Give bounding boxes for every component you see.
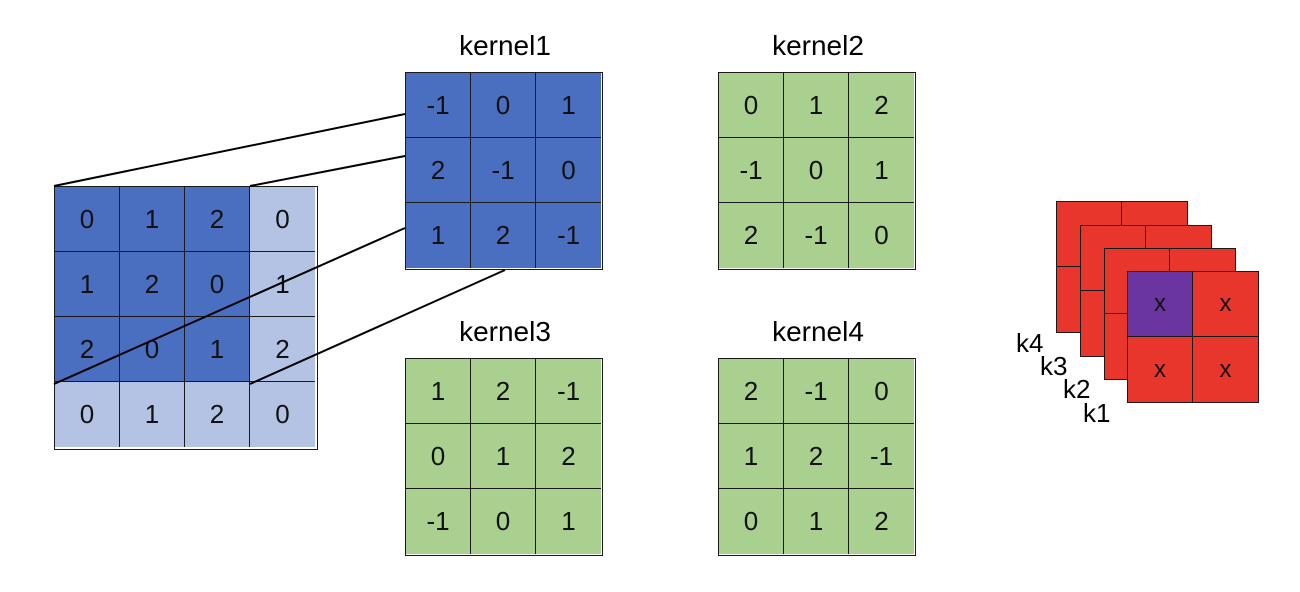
kernel-cell: 1 [849,138,914,203]
kernel-cell: -1 [406,489,471,554]
layer-label-k1: k1 [1083,398,1111,428]
kernel-cell: 2 [471,203,536,268]
input-cell: 1 [250,252,315,317]
kernel-cell: -1 [719,138,784,203]
kernel-cell: 2 [719,203,784,268]
kernel-cell: 0 [536,138,601,203]
kernel-cell: 2 [406,138,471,203]
kernel-cell: 2 [784,424,849,489]
input-cell: 0 [250,187,315,252]
kernel-cell: 1 [784,73,849,138]
input-cell: 1 [120,382,185,447]
layer-label-k4: k4 [1016,328,1044,358]
kernel-cell: 0 [471,73,536,138]
kernel-cell: -1 [471,138,536,203]
kernel-cell: 2 [536,424,601,489]
input-cell: 0 [55,382,120,447]
input-cell: 1 [55,252,120,317]
kernel3-title: kernel3 [459,316,551,347]
kernel-cell: 1 [536,489,601,554]
output-cell-highlighted: x [1128,272,1193,337]
kernel-cell: 1 [719,424,784,489]
input-cell: 0 [185,252,250,317]
input-cell: 0 [55,187,120,252]
kernel4-title: kernel4 [772,316,864,347]
input-cell: 2 [250,317,315,382]
kernel-cell: 2 [719,359,784,424]
kernel2-title: kernel2 [772,30,864,61]
kernel-cell: -1 [406,73,471,138]
kernel-cell: -1 [536,359,601,424]
output-cell: x [1193,337,1258,402]
layer-label-k2: k2 [1063,374,1091,404]
kernel-cell: -1 [784,359,849,424]
input-cell: 2 [185,187,250,252]
kernel-cell: -1 [536,203,601,268]
projection-line [249,155,406,187]
kernel-cell: 1 [406,203,471,268]
kernel-cell: 1 [406,359,471,424]
kernel-cell: 0 [471,489,536,554]
input-cell: 2 [185,382,250,447]
output-layer-k1: x x x x [1127,271,1259,403]
kernel-cell: 0 [849,359,914,424]
input-cell: 0 [250,382,315,447]
kernel-cell: 2 [849,489,914,554]
input-cell: 1 [185,317,250,382]
layer-label-k3: k3 [1040,351,1068,381]
input-cell: 2 [55,317,120,382]
input-cell: 0 [120,317,185,382]
kernel-cell: -1 [784,203,849,268]
kernel1-title: kernel1 [459,30,551,61]
input-cell: 2 [120,252,185,317]
projection-line [53,113,406,187]
kernel-cell: 0 [784,138,849,203]
kernel-cell: 2 [849,73,914,138]
kernel-cell: 0 [719,489,784,554]
kernel-cell: 0 [849,203,914,268]
output-cell: x [1128,337,1193,402]
kernel-cell: 0 [719,73,784,138]
kernel-cell: -1 [849,424,914,489]
input-cell: 1 [120,187,185,252]
output-cell: x [1193,272,1258,337]
kernel-cell: 1 [536,73,601,138]
kernel-cell: 2 [471,359,536,424]
kernel-cell: 1 [471,424,536,489]
kernel-cell: 1 [784,489,849,554]
kernel-cell: 0 [406,424,471,489]
